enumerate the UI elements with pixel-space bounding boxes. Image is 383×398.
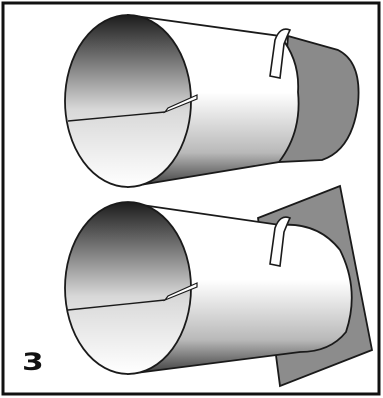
sleeve-mouth (65, 15, 191, 187)
sleeve-mouth-2 (65, 202, 191, 374)
step-number: 3 (22, 350, 44, 374)
figure-bottom (65, 186, 372, 386)
figure-top (65, 15, 359, 187)
